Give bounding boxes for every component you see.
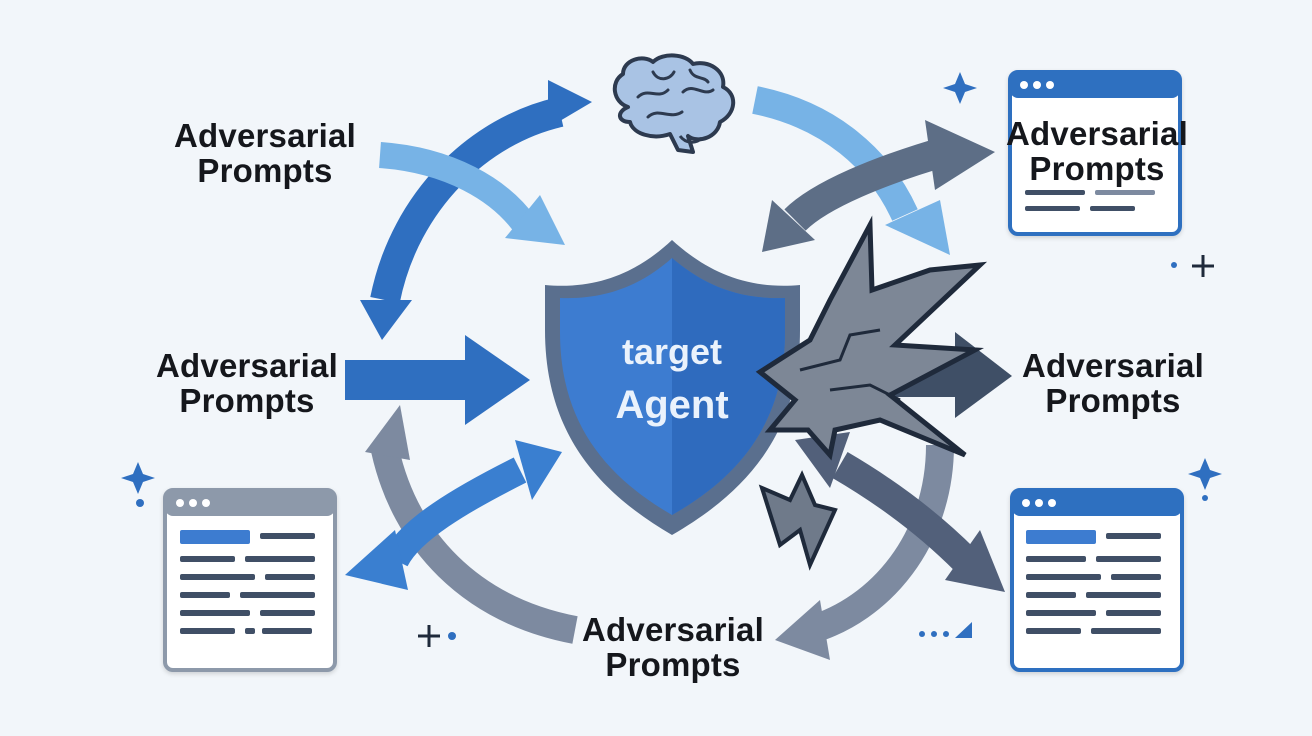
dot-icon <box>448 632 456 640</box>
shield-icon <box>545 240 800 535</box>
plus-icon <box>1192 255 1214 277</box>
dot-icon <box>1171 262 1177 268</box>
arrow-dark-bottom-right <box>795 432 1005 592</box>
label-mid-right: Adversarial Prompts <box>1008 348 1218 418</box>
arrow-slate-bottom-left <box>365 405 578 644</box>
arrow-light-blue-left <box>378 142 565 245</box>
brain-icon <box>612 53 736 154</box>
arrow-slate-bottom-right <box>775 444 954 660</box>
label-line2: Prompts <box>179 382 315 419</box>
sparkle-icon <box>1188 458 1222 490</box>
label-line2: Prompts <box>1029 150 1165 187</box>
arrow-light-blue-right <box>752 86 950 255</box>
label-line1: Adversarial <box>1006 115 1188 152</box>
label-line1: Adversarial <box>174 117 356 154</box>
label-line2: Prompts <box>197 152 333 189</box>
shield-label-line2: Agent <box>615 383 728 427</box>
label-line1: Adversarial <box>582 611 764 648</box>
shatter-burst-icon <box>755 215 988 571</box>
label-mid-left: Adversarial Prompts <box>142 348 352 418</box>
arrow-slate-top-right <box>762 120 995 252</box>
browser-window-icon <box>1008 70 1182 236</box>
label-line1: Adversarial <box>1022 347 1204 384</box>
label-line1: Adversarial <box>156 347 338 384</box>
arrow-blue-bottom-left <box>345 440 562 590</box>
label-top-left: Adversarial Prompts <box>160 118 370 188</box>
sparkle-icon <box>121 462 155 494</box>
arrow-mid-left <box>345 335 530 425</box>
shield-label-line1: target <box>622 331 722 372</box>
browser-window-icon <box>163 488 337 672</box>
dot-icon <box>136 499 144 507</box>
dots-icon <box>919 622 972 638</box>
label-line2: Prompts <box>1045 382 1181 419</box>
plus-icon <box>418 625 440 647</box>
label-bottom: Adversarial Prompts <box>568 612 778 682</box>
dot-icon <box>1202 495 1208 501</box>
sparkle-icon <box>943 72 977 104</box>
label-window-top-right: Adversarial Prompts <box>992 116 1202 186</box>
browser-window-icon <box>1010 488 1184 672</box>
label-line2: Prompts <box>605 646 741 683</box>
